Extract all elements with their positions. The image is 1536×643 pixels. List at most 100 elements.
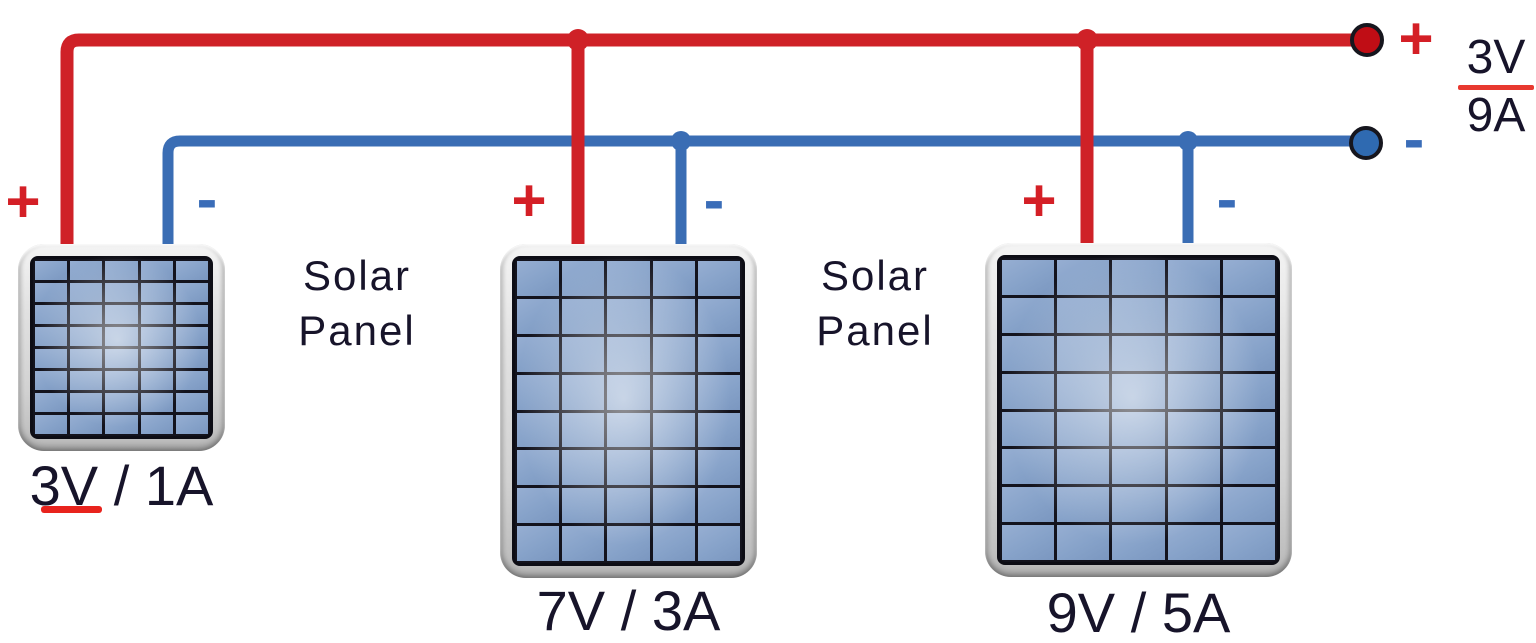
solar-cell [697,374,740,410]
positive-junction-dots [567,29,1098,51]
solar-cell [105,349,138,368]
solar-cell [562,526,605,561]
solar-cell [35,283,68,302]
solar-cell [175,283,208,302]
output-current: 9A [1466,89,1526,142]
solar-cell [140,261,173,280]
solar-cell [697,298,740,334]
solar-cell [697,261,740,296]
solar-cell [175,261,208,280]
solar-cell [1222,373,1275,409]
solar-cell [140,283,173,302]
solar-cell [140,393,173,412]
solar-cell [105,305,138,324]
solar-cell [70,327,103,346]
solar-cell [1057,373,1110,409]
negative-terminal [1349,126,1383,160]
solar-cell [607,488,650,524]
solar-cell [1222,260,1275,295]
solar-cell [1167,487,1220,523]
solar-cell [607,450,650,486]
solar-cell [105,283,138,302]
solar-cell [1112,525,1165,560]
solar-cell [1167,260,1220,295]
solar-cell [175,349,208,368]
solar-cell [1167,335,1220,371]
junction-dot [1076,29,1098,51]
solar-cell [1002,525,1055,560]
solar-cell [1002,297,1055,333]
solar-cell [175,305,208,324]
panel-3-positive-sign: + [1021,167,1057,234]
caption-line: Panel [298,307,416,354]
solar-cell [517,450,560,486]
solar-cell [70,261,103,280]
solar-cell [35,327,68,346]
solar-cell [70,393,103,412]
solar-cell [1112,260,1165,295]
solar-cell [697,450,740,486]
solar-cell [607,336,650,372]
solar-cell [517,336,560,372]
solar-panel-caption-2: Solar Panel [795,248,955,358]
solar-cell [607,374,650,410]
solar-cell [517,488,560,524]
solar-cell [1057,297,1110,333]
solar-cell [105,371,138,390]
solar-cell [175,371,208,390]
solar-cell [1112,297,1165,333]
solar-cell [105,393,138,412]
solar-cell [1057,411,1110,447]
solar-cell [70,349,103,368]
solar-cell [1002,449,1055,485]
solar-cell [1112,487,1165,523]
solar-cell [70,305,103,324]
junction-dot [567,29,589,51]
solar-cell [652,336,695,372]
solar-cell [70,283,103,302]
solar-cell [1167,411,1220,447]
negative-junction-dots [671,131,1198,151]
solar-cell [697,526,740,561]
solar-cell [697,412,740,448]
solar-panel-2-cells [512,256,745,566]
solar-cell [562,261,605,296]
solar-cell [1002,411,1055,447]
solar-panel-2 [500,244,757,578]
solar-cell [140,305,173,324]
solar-cell [562,488,605,524]
positive-bus-wires [60,33,1353,252]
panel-1-negative-sign: - [196,165,218,234]
solar-cell [140,371,173,390]
panel-3-rating: 9V / 5A [1046,581,1231,643]
solar-cell [562,450,605,486]
solar-cell [1002,487,1055,523]
solar-panel-caption-1: Solar Panel [277,248,437,358]
solar-cell [562,374,605,410]
solar-cell [35,261,68,280]
solar-cell [697,488,740,524]
solar-cell [652,450,695,486]
output-positive-sign: + [1398,5,1434,72]
positive-terminal [1350,23,1384,57]
solar-cell [35,393,68,412]
solar-cell [175,415,208,434]
solar-cell [652,261,695,296]
caption-line: Panel [816,307,934,354]
solar-cell [517,412,560,448]
solar-cell [607,261,650,296]
solar-cell [105,415,138,434]
solar-cell [1112,373,1165,409]
solar-cell [35,371,68,390]
negative-bus-wire [162,135,1352,252]
solar-cell [1222,297,1275,333]
solar-cell [652,488,695,524]
junction-dot [671,131,691,151]
panel-2-rating: 7V / 3A [536,579,721,642]
solar-cell [607,298,650,334]
solar-cell [1167,373,1220,409]
solar-cell [652,526,695,561]
solar-cell [652,412,695,448]
solar-cell [517,298,560,334]
solar-cell [1057,449,1110,485]
